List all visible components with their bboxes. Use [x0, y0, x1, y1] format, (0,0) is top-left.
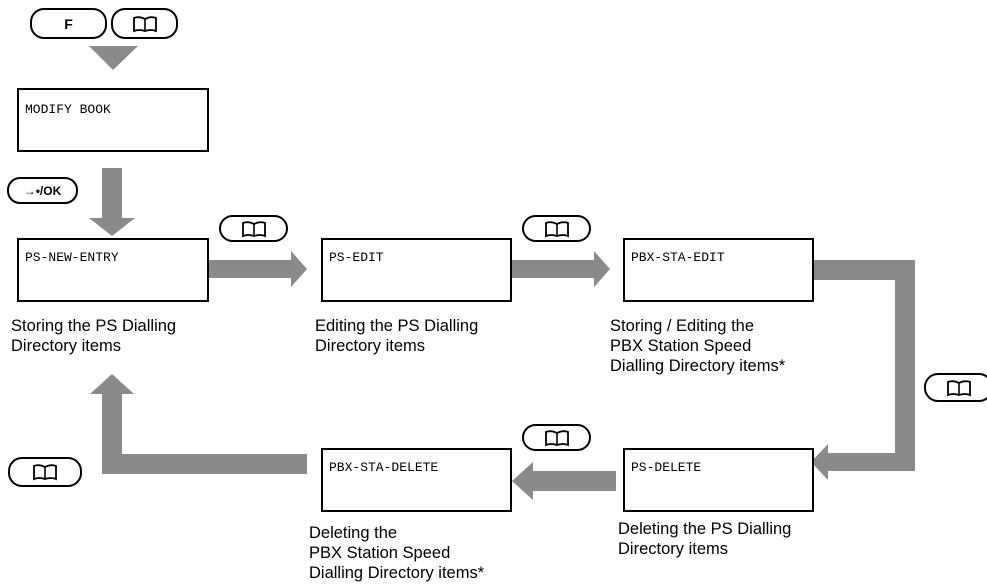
arrow-shaft-pbxdel-left: [102, 454, 307, 474]
arrow-shaft-delete-to-pbxdel: [530, 471, 616, 491]
arrow-shaft-new-to-edit: [208, 260, 293, 278]
arrow-shaft-left-up: [102, 392, 122, 474]
screen-pbx-sta-delete: PBX-STA-DELETE: [321, 448, 512, 512]
book-icon: [132, 15, 157, 32]
arrow-shaft-right-down: [895, 260, 915, 471]
phonebook-key[interactable]: [111, 8, 178, 39]
book-icon: [946, 379, 971, 396]
screen-ps-new-entry: PS-NEW-ENTRY: [17, 238, 209, 302]
arrow-shaft-modify-to-new: [102, 168, 122, 220]
book-icon: [241, 220, 266, 237]
caption-ps-new-entry: Storing the PS Dialling Directory items: [11, 317, 177, 355]
arrow-shaft-edit-to-pbx: [512, 260, 596, 278]
caption-ps-delete: Deleting the PS Dialling Directory items: [618, 520, 792, 558]
arrow-head-to-ps-delete: [811, 444, 828, 480]
arrow-head-modify-to-new: [89, 218, 135, 236]
screen-modify-book: MODIFY BOOK: [17, 88, 209, 152]
arrow-head-delete-to-pbxdel: [512, 462, 533, 500]
phonebook-key-3[interactable]: [924, 373, 987, 402]
arrow-head-new-to-edit: [291, 251, 307, 287]
screen-pbx-sta-edit: PBX-STA-EDIT: [623, 238, 814, 302]
arrow-head-edit-to-pbx: [594, 251, 610, 287]
caption-pbx-sta-delete: Deleting the PBX Station Speed Dialling …: [309, 524, 485, 582]
phonebook-key-2[interactable]: [522, 215, 591, 242]
phonebook-key-5[interactable]: [8, 457, 82, 487]
arrow-head-to-new-entry: [90, 374, 134, 394]
phonebook-key-1[interactable]: [219, 215, 288, 242]
ok-key[interactable]: →•/OK: [7, 177, 78, 204]
phonebook-key-4[interactable]: [522, 424, 591, 451]
caption-pbx-sta-edit: Storing / Editing the PBX Station Speed …: [610, 317, 786, 375]
function-key[interactable]: F: [30, 8, 107, 39]
caption-ps-edit: Editing the PS Dialling Directory items: [315, 317, 479, 355]
book-icon: [33, 464, 57, 481]
screen-ps-edit: PS-EDIT: [321, 238, 512, 302]
arrow-shaft-pbx-right: [813, 260, 915, 280]
screen-ps-delete: PS-DELETE: [623, 448, 814, 512]
book-icon: [544, 429, 569, 446]
arrow-shaft-bottom-left: [826, 453, 915, 471]
arrow-down-to-modify: [89, 46, 138, 70]
book-icon: [544, 220, 569, 237]
